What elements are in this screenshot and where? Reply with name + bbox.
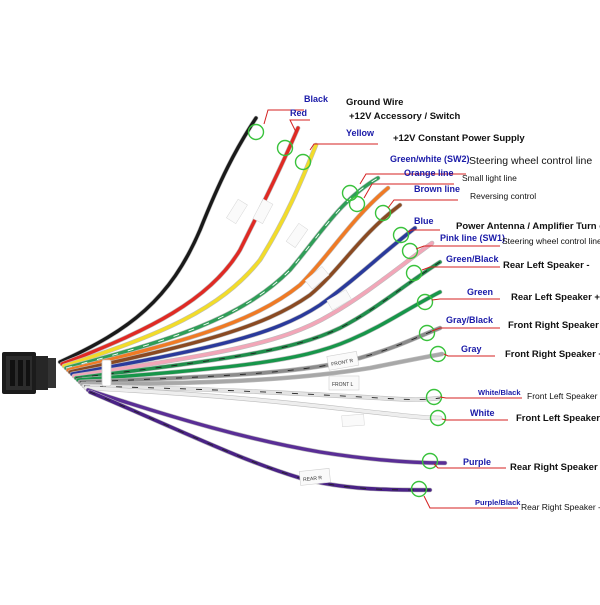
description-black: Ground Wire	[346, 97, 403, 108]
description-blue: Power Antenna / Amplifier Turn on	[456, 221, 600, 232]
description-white: Front Left Speaker +	[516, 413, 600, 424]
description-pink: Steering wheel control line	[502, 236, 600, 246]
blank-wire-tag-0	[226, 198, 248, 225]
tags-layer: FRONT R FRONT L REAR R	[226, 198, 365, 486]
highlight-circle-red	[276, 139, 294, 157]
highlight-circle-purple-black	[410, 480, 428, 498]
color-label-green-white: Green/white (SW2)	[390, 154, 470, 164]
wire-white	[84, 386, 442, 420]
color-label-pink: Pink line (SW1)	[440, 233, 505, 243]
color-label-green: Green	[467, 287, 493, 297]
wire-orange	[66, 186, 390, 372]
cable-tie	[101, 359, 112, 387]
leader-line-orange	[363, 183, 454, 199]
wire-green	[76, 290, 442, 382]
blank-wire-tag-3	[304, 266, 330, 290]
circles-layer	[247, 123, 447, 498]
highlight-circle-yellow	[294, 153, 312, 171]
blank-wire-tag-2	[285, 222, 309, 248]
leader-line-gray-black	[431, 327, 500, 332]
description-green-black: Rear Left Speaker -	[503, 260, 590, 271]
leader-line-purple-black	[423, 495, 518, 509]
leader-line-pink	[415, 245, 500, 250]
color-label-blue: Blue	[414, 216, 434, 226]
wire-white-black-stripe	[83, 385, 441, 400]
description-gray-black: Front Right Speaker -	[508, 320, 600, 331]
highlight-circle-pink	[401, 242, 419, 260]
color-label-brown: Brown line	[414, 184, 460, 194]
color-label-white-black: White/Black	[478, 388, 521, 397]
leader-line-white-black	[439, 396, 522, 399]
description-white-black: Front Left Speaker -	[527, 391, 600, 401]
wire-tag-text-1: FRONT L	[332, 382, 354, 388]
wire-tag-0: FRONT R	[326, 350, 360, 371]
leader-line-black	[263, 109, 304, 125]
description-green-white: Steering wheel control line	[469, 155, 592, 167]
highlight-circle-brown	[374, 204, 392, 222]
color-label-orange: Orange line	[404, 168, 454, 178]
color-label-black: Black	[304, 94, 329, 104]
highlight-circle-white	[429, 409, 447, 427]
highlight-circle-orange	[348, 195, 366, 213]
leaders-layer	[263, 109, 522, 509]
highlight-circle-purple	[421, 452, 439, 470]
highlight-circle-green	[416, 293, 434, 311]
color-label-red: Red	[290, 108, 307, 118]
color-label-purple-black: Purple/Black	[475, 498, 521, 507]
description-purple: Rear Right Speaker +	[510, 462, 600, 473]
leader-line-blue	[407, 229, 440, 233]
wires-layer	[57, 115, 448, 493]
description-green: Rear Left Speaker +	[511, 292, 600, 303]
wire-purple	[86, 388, 447, 465]
leader-line-green	[431, 298, 500, 301]
highlight-circle-green-black	[405, 264, 423, 282]
wire-yellow	[62, 143, 318, 368]
wire-gray	[80, 352, 444, 386]
wire-tag-text-2: REAR R	[303, 475, 323, 483]
wire-red	[60, 126, 300, 366]
highlight-circle-gray	[429, 345, 447, 363]
description-purple-black: Rear Right Speaker -	[521, 502, 600, 512]
color-label-gray-black: Gray/Black	[446, 315, 494, 325]
highlight-circle-blue	[392, 226, 410, 244]
leader-line-brown	[387, 199, 458, 209]
description-red: +12V Accessory / Switch	[349, 111, 461, 122]
wire-brown	[68, 203, 402, 374]
description-gray: Front Right Speaker +	[505, 349, 600, 360]
color-label-yellow: Yellow	[346, 128, 375, 138]
wire-tag-2: REAR R	[298, 468, 331, 486]
leader-line-yellow	[309, 143, 378, 151]
wire-pink	[72, 241, 434, 378]
highlight-circle-gray-black	[418, 324, 436, 342]
highlight-circle-black	[247, 123, 265, 141]
wire-tag-text-0: FRONT R	[331, 358, 354, 368]
description-brown: Reversing control	[470, 191, 536, 201]
blank-wire-tag-4	[326, 289, 352, 311]
blank-wire-tag-1	[252, 198, 274, 224]
color-label-purple: Purple	[463, 457, 491, 467]
wire-red-outline	[59, 125, 301, 367]
wire-purple-black	[88, 390, 432, 492]
blank-wire-tag-5	[341, 413, 365, 427]
connector-plug-icon	[2, 352, 56, 394]
wire-green-white-stripe	[65, 177, 379, 369]
leader-line-gray	[443, 353, 495, 357]
description-orange: Small light line	[462, 173, 517, 183]
leader-line-white	[441, 418, 508, 421]
color-label-white: White	[470, 408, 495, 418]
leader-line-green-black	[421, 266, 500, 271]
leader-line-purple	[433, 463, 506, 469]
leader-line-red	[289, 119, 310, 133]
color-label-gray: Gray	[461, 344, 482, 354]
wire-blue	[70, 226, 417, 376]
description-yellow: +12V Constant Power Supply	[393, 133, 525, 144]
color-label-green-black: Green/Black	[446, 254, 500, 264]
wire-green-black-stripe	[75, 261, 441, 379]
wire-black	[58, 116, 258, 364]
wire-tag-1: FRONT L	[328, 375, 360, 391]
leader-line-green-white	[359, 173, 466, 185]
